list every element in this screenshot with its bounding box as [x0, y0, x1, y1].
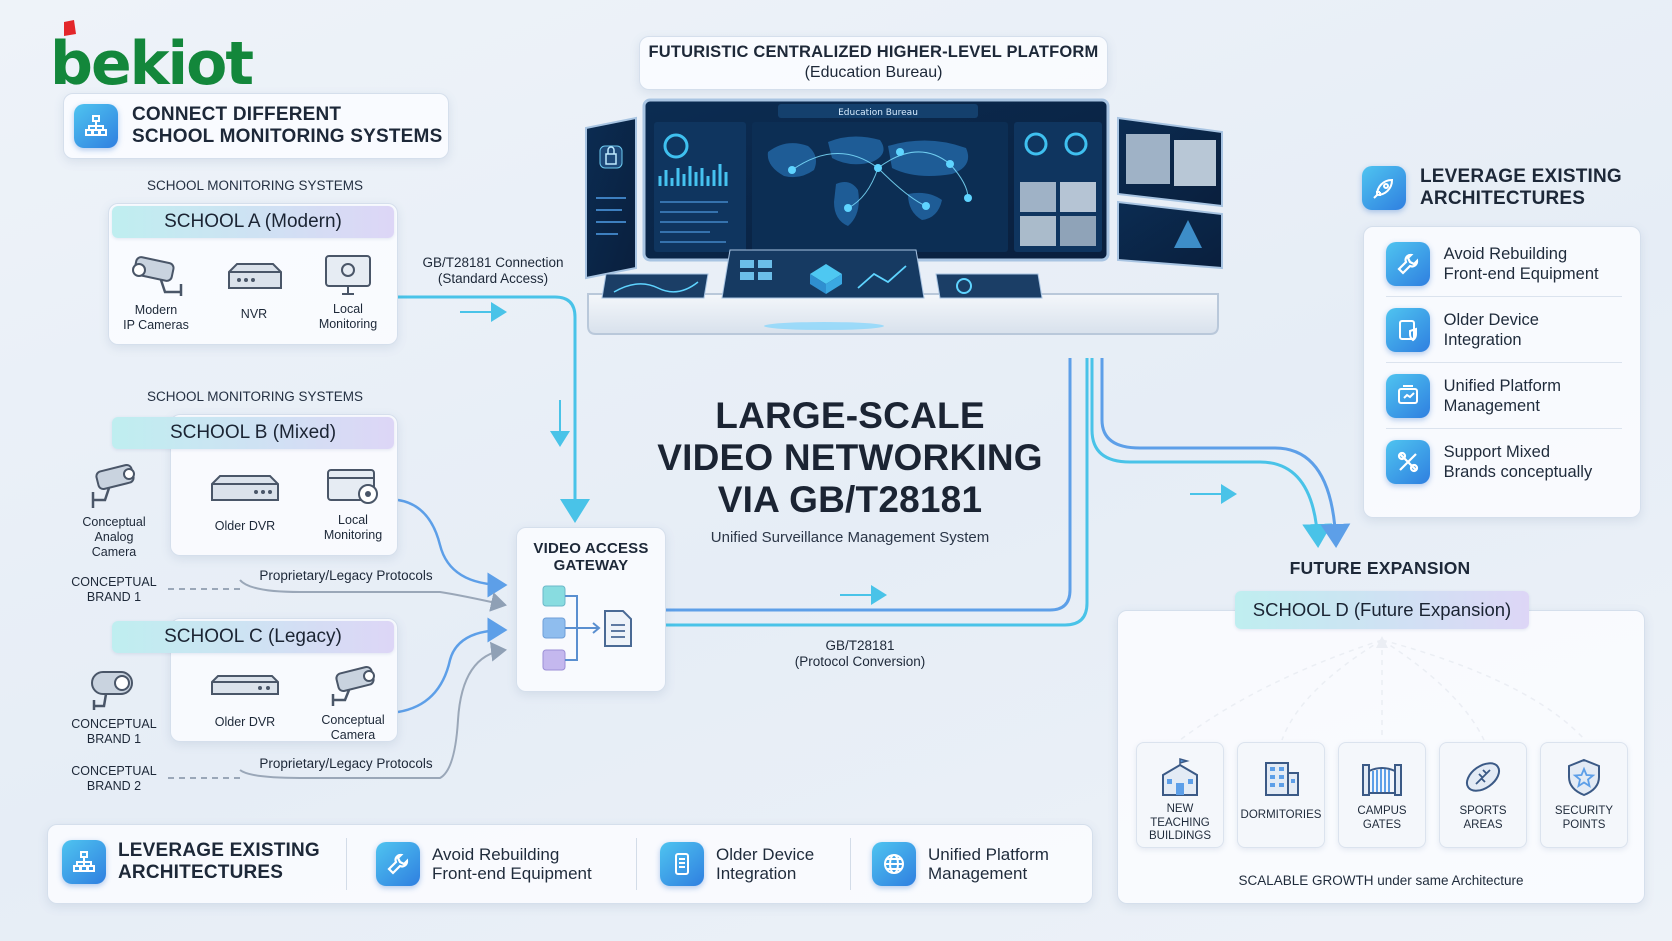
platform-console: Education Bureau — [585, 98, 1223, 335]
security-shield-icon — [1568, 758, 1600, 797]
main-title: LARGE-SCALE VIDEO NETWORKING VIA GB/T281… — [630, 395, 1070, 546]
gateway-icon — [542, 585, 632, 671]
flow-schoolB-gateway — [397, 498, 508, 598]
network-icon — [62, 840, 106, 884]
flow-platform-future-2 — [1100, 358, 1351, 548]
flow-gateway-platform-1 — [665, 358, 1072, 612]
main-title-line1: LARGE-SCALE — [715, 395, 985, 436]
logo-mark: bekiot — [50, 20, 255, 99]
school-b-title: SCHOOL B (Mixed) — [112, 417, 394, 449]
bullet-camera-icon — [331, 665, 375, 706]
screen-title: Education Bureau — [838, 108, 918, 118]
tools-icon — [1386, 440, 1430, 484]
flow-schoolA-gateway — [398, 295, 590, 523]
gateway-title-2: GATEWAY — [553, 557, 629, 574]
school-building-icon — [1162, 758, 1198, 796]
network-icon — [74, 104, 118, 148]
bottom-divider-1 — [346, 838, 347, 890]
globe-icon — [872, 842, 916, 886]
platform-icon — [1386, 373, 1430, 418]
wrench-icon — [1386, 241, 1430, 286]
flow-proto1 — [239, 579, 507, 612]
proprietary-label-1: Proprietary/Legacy Protocols — [259, 568, 433, 583]
flow-schoolC-gateway — [397, 617, 508, 714]
dormitory-icon — [1265, 762, 1299, 796]
dome-camera-icon — [91, 671, 133, 710]
flow-gateway-platform-2 — [665, 358, 1089, 627]
ip-camera-icon — [132, 256, 183, 296]
bottom-bar — [47, 824, 1093, 904]
group-label-b: SCHOOL MONITORING SYSTEMS — [146, 389, 364, 404]
proprietary-label-2: Proprietary/Legacy Protocols — [259, 756, 433, 771]
future-heading: FUTURE EXPANSION — [1289, 558, 1471, 578]
leverage-panel-header: LEVERAGE EXISTING ARCHITECTURES — [1362, 166, 1622, 210]
device-shield-icon — [1386, 307, 1430, 352]
brand-logo: bekiot bekiot — [50, 18, 270, 99]
bottom-divider-2 — [636, 838, 637, 890]
video-access-gateway: VIDEO ACCESS GATEWAY — [516, 527, 666, 692]
conversion-label: GB/T28181 (Protocol Conversion) — [794, 638, 926, 669]
future-footer: SCALABLE GROWTH under same Architecture — [1238, 873, 1524, 888]
platform-title: FUTURISTIC CENTRALIZED HIGHER-LEVEL PLAT… — [648, 43, 1099, 61]
platform-title-box: FUTURISTIC CENTRALIZED HIGHER-LEVEL PLAT… — [639, 36, 1108, 90]
school-c-title: SCHOOL C (Legacy) — [112, 621, 394, 653]
school-a-title: SCHOOL A (Modern) — [112, 206, 394, 238]
monitor-icon — [325, 255, 371, 295]
school-b-device-2: Older DVR — [205, 472, 285, 534]
rocket-icon — [1362, 166, 1406, 210]
platform-subtitle: (Education Bureau) — [804, 64, 943, 81]
school-c-device-2: Older DVR — [205, 672, 285, 730]
dvr-icon — [211, 675, 279, 695]
flow-proto2 — [239, 641, 507, 779]
monitor-icon — [327, 469, 378, 504]
group-label-a: SCHOOL MONITORING SYSTEMS — [146, 178, 364, 193]
main-subtitle: Unified Surveillance Management System — [710, 529, 990, 546]
dvr-icon — [211, 475, 279, 501]
svg-text:bekiot: bekiot — [50, 29, 253, 90]
gb-connection-label: GB/T28181 Connection (Standard Access) — [422, 255, 564, 286]
main-title-line3: VIA GB/T28181 — [717, 479, 983, 520]
school-a-device-2: NVR — [216, 258, 292, 322]
connect-line2: SCHOOL MONITORING SYSTEMS — [132, 126, 443, 147]
football-icon — [1465, 762, 1501, 792]
future-tile-2: DORMITORIES — [1237, 742, 1325, 848]
connect-line1: CONNECT DIFFERENT — [132, 104, 342, 125]
flow-platform-future-1 — [1090, 358, 1333, 548]
gateway-title-1: VIDEO ACCESS — [533, 540, 649, 557]
gate-icon — [1362, 764, 1402, 796]
analog-camera-icon — [91, 463, 135, 508]
bottom-divider-3 — [850, 838, 851, 890]
nvr-icon — [228, 263, 282, 289]
wrench-icon — [376, 842, 420, 886]
main-title-line2: VIDEO NETWORKING — [657, 437, 1043, 478]
school-d-title: SCHOOL D (Future Expansion) — [1235, 591, 1529, 629]
connect-banner: CONNECT DIFFERENT SCHOOL MONITORING SYST… — [63, 93, 449, 159]
device-icon — [660, 842, 704, 886]
